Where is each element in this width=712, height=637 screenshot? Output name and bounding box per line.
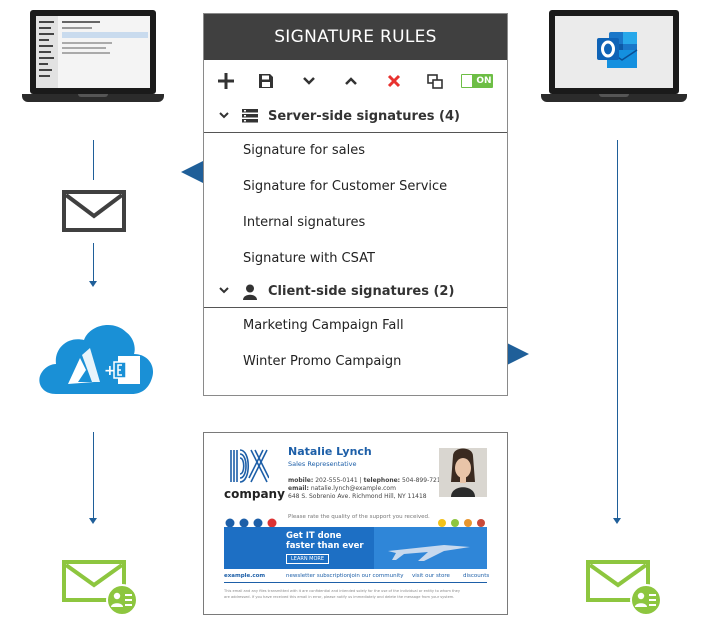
panel-title: SIGNATURE RULES [204,14,507,60]
duplicate-button[interactable] [424,70,446,92]
telephone-value: 504-899-7214 [402,477,445,484]
disclaimer-line-2: are addressed. If you have received this… [224,595,455,599]
rule-item[interactable]: Winter Promo Campaign [243,354,402,369]
signature-link[interactable]: newsletter subscription [286,573,351,579]
save-button[interactable] [255,70,277,92]
signer-name: Natalie Lynch [288,445,372,458]
outlook-logo-icon [595,28,639,76]
panel-toolbar: ON [204,60,507,102]
chevron-up-icon [345,77,357,85]
chevron-down-icon [303,77,315,85]
telephone-label: telephone: [363,477,401,484]
plus-icon [218,73,234,89]
save-icon [259,74,273,88]
promo-banner[interactable]: Get IT done faster than ever LEARN MORE [224,527,487,569]
address: 648 S. Sobrenio Ave. Richmond Hill, NY 1… [288,493,427,500]
flow-line [617,140,618,518]
signer-photo [439,448,487,497]
twitter-icon [253,518,263,528]
server-icon [242,109,258,123]
client-side-pointer-arrow [507,343,529,365]
azure-exchange-cloud-icon: + [34,318,158,402]
flow-line [93,432,94,518]
social-icons [225,513,279,532]
move-up-button[interactable] [340,70,362,92]
company-name: company [224,487,285,501]
contact-line-email: email: natalie.lynch@example.com [288,485,396,492]
signature-link[interactable]: visit our store [412,573,450,579]
group-server-side[interactable]: Server-side signatures (4) [204,102,507,133]
delete-icon [387,74,401,88]
rule-item[interactable]: Signature for Customer Service [243,179,448,194]
toggle-knob [462,75,472,87]
signed-email-icon [586,560,666,620]
duplicate-icon [427,73,443,89]
flow-arrow-down [89,518,97,524]
toggle-label: ON [476,76,492,86]
envelope-icon [62,190,126,236]
company-logo-icon [230,449,269,483]
rule-item[interactable]: Signature with CSAT [243,251,375,266]
signature-link[interactable]: discounts [463,573,490,579]
mobile-value: 202-555-0141 [315,477,358,484]
signature-link[interactable]: join our community [350,573,404,579]
rate-text: Please rate the quality of the support y… [288,514,430,520]
rules-on-toggle[interactable]: ON [461,74,493,88]
svg-text:+: + [104,363,116,379]
flow-line [93,140,94,180]
email-label: email: [288,485,309,492]
jet-icon [388,545,470,561]
rule-item[interactable]: Signature for sales [243,143,365,158]
flow-arrow-down [89,281,97,287]
learn-more-button[interactable]: LEARN MORE [286,554,330,564]
link-divider [224,582,487,583]
rule-item[interactable]: Internal signatures [243,215,366,230]
add-button[interactable] [215,70,237,92]
signature-link[interactable]: example.com [224,573,266,579]
separator: | [359,477,362,484]
youtube-icon [267,518,277,528]
rule-item[interactable]: Marketing Campaign Fall [243,318,404,333]
banner-line-2: faster than ever [286,541,364,551]
disclaimer-line-1: This email and any files transmitted wit… [224,589,461,593]
group-client-side[interactable]: Client-side signatures (2) [204,277,507,308]
group-title: Server-side signatures (4) [268,109,460,124]
contact-line-phones: mobile: 202-555-0141 | telephone: 504-89… [288,477,445,484]
mobile-label: mobile: [288,477,314,484]
email-value[interactable]: natalie.lynch@example.com [310,485,396,492]
signed-email-icon [62,560,142,620]
chevron-down-icon [219,287,229,294]
flow-arrow-down [613,518,621,524]
group-title: Client-side signatures (2) [268,284,455,299]
flow-line [93,243,94,281]
move-down-button[interactable] [298,70,320,92]
chevron-down-icon [219,112,229,119]
banner-line-1: Get IT done [286,531,342,541]
signer-role: Sales Representative [288,460,357,468]
facebook-icon [225,518,235,528]
signature-rules-panel: SIGNATURE RULES ON Server-si [203,13,508,396]
delete-button[interactable] [383,70,405,92]
signature-preview: company Natalie Lynch Sales Representati… [203,432,508,615]
csat-rating-icons[interactable] [437,513,489,532]
server-side-pointer-arrow [181,161,203,183]
linkedin-icon [239,518,249,528]
user-icon [243,284,257,300]
